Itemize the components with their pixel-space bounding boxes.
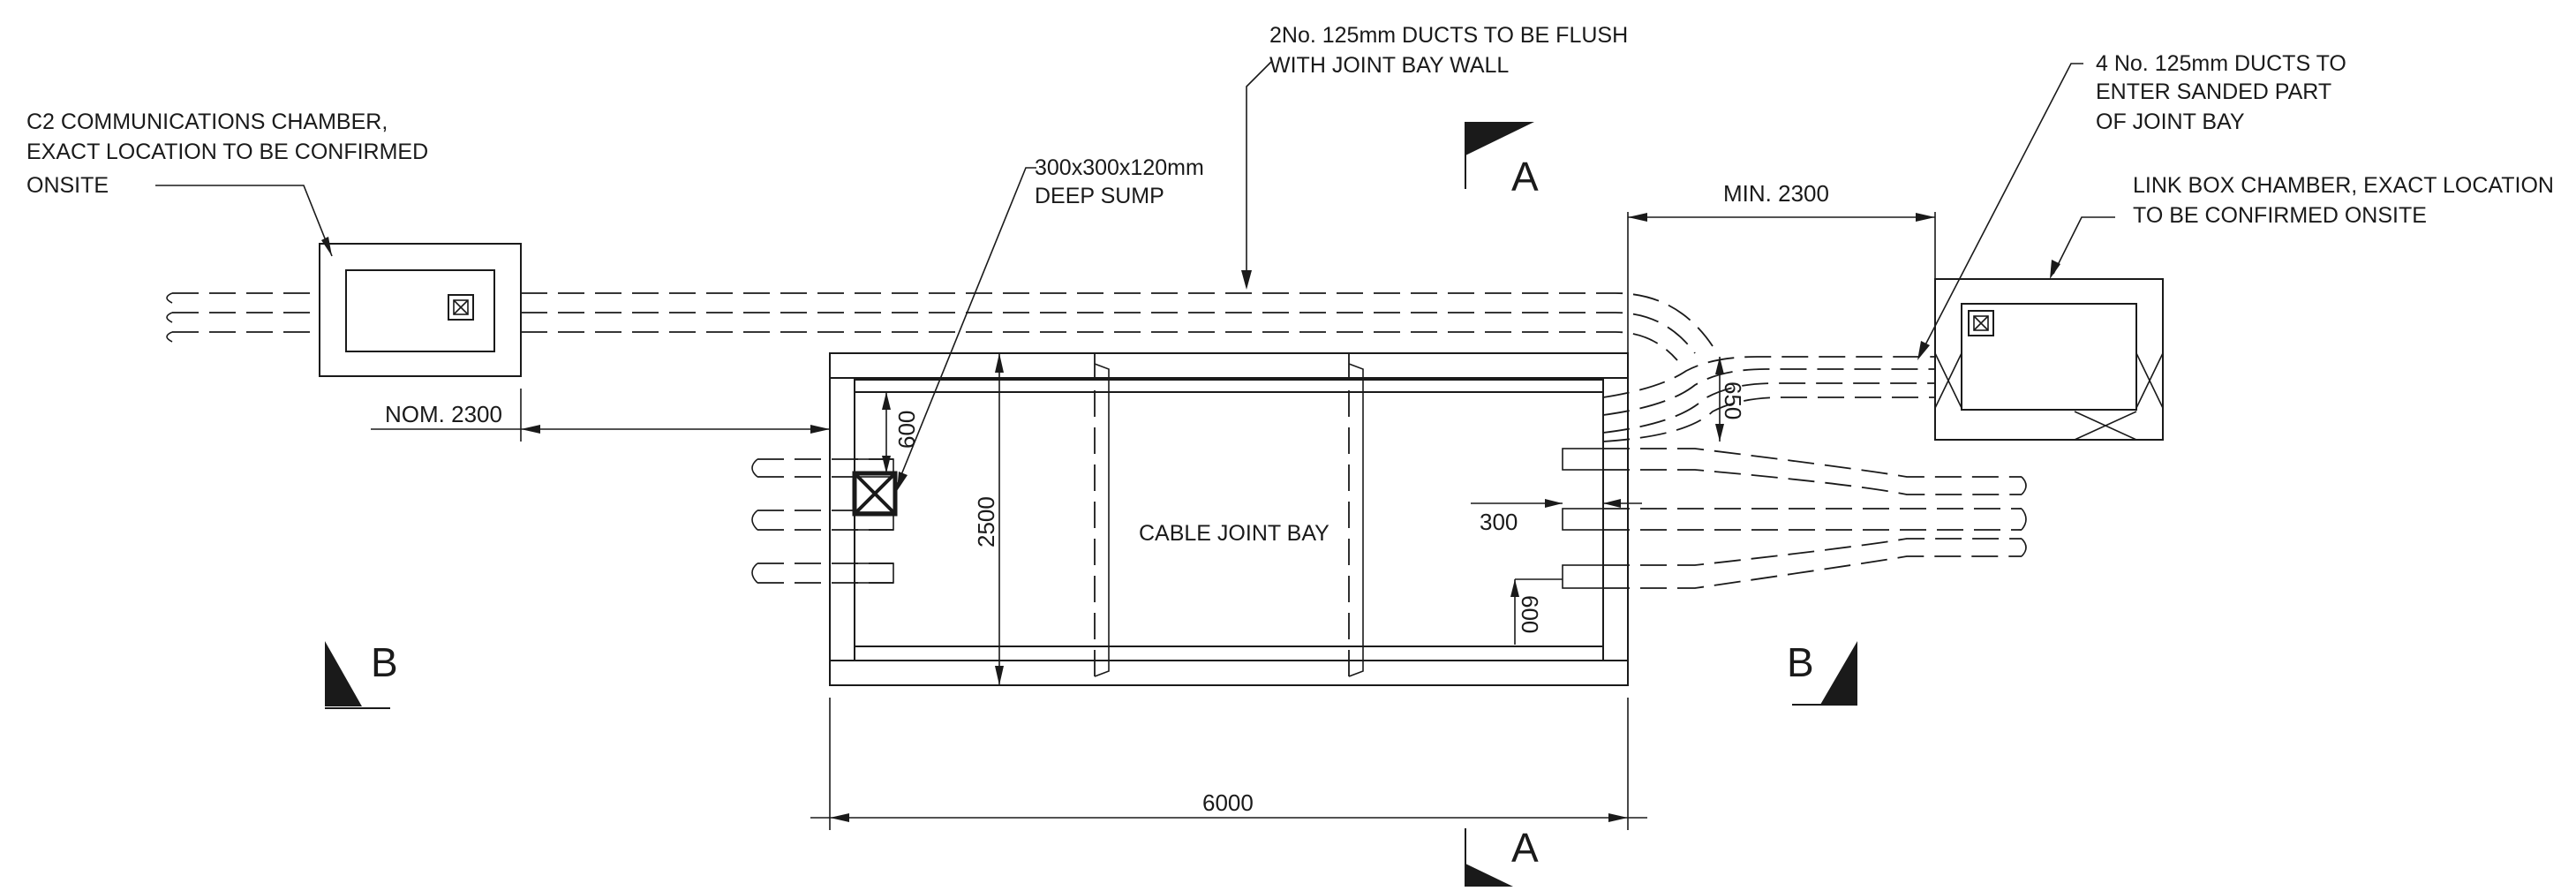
section-a-bottom-label: A [1511,825,1539,871]
sump-note: 300x300x120mm DEEP SUMP [1035,155,1204,208]
section-marker-a-top: A [1465,122,1539,200]
chamber-lid-icon [448,294,474,321]
dimensions: NOM. 2300 MIN. 2300 600 2500 650 300 600 [371,180,1936,830]
section-marker-b-right: B [1787,639,1857,706]
dim-600-right-label: 600 [1517,595,1543,633]
ducts-sanded-line-2: ENTER SANDED PART [2096,79,2331,104]
right-ducts [1562,356,2027,589]
c2-note-line-1: C2 COMMUNICATIONS CHAMBER, [26,109,388,134]
deep-sump-icon [852,471,898,517]
dim-600-top-label: 600 [893,411,920,449]
left-ducts [751,458,894,584]
cable-joint-bay-label: CABLE JOINT BAY [1139,521,1329,546]
ducts-flush-note: 2No. 125mm DUCTS TO BE FLUSH WITH JOINT … [1269,23,1628,78]
min-2300-label: MIN. 2300 [1723,180,1829,207]
section-marker-b-left: B [325,639,398,709]
c2-note-line-2: EXACT LOCATION TO BE CONFIRMED [26,140,428,164]
c2-note-line-3: ONSITE [26,173,109,198]
link-box-line-1: LINK BOX CHAMBER, EXACT LOCATION [2133,173,2554,198]
nom-2300-label: NOM. 2300 [385,401,502,427]
ducts-flush-line-2: WITH JOINT BAY WALL [1269,53,1509,78]
dim-650-label: 650 [1720,381,1746,419]
sump-note-line-1: 300x300x120mm [1035,155,1204,180]
section-b-right-label: B [1787,639,1814,685]
section-a-top-label: A [1511,154,1539,200]
link-box-note: LINK BOX CHAMBER, EXACT LOCATION TO BE C… [2133,173,2554,228]
ducts-flush-line-1: 2No. 125mm DUCTS TO BE FLUSH [1269,23,1628,48]
dim-2500-label: 2500 [973,496,999,547]
sump-note-line-2: DEEP SUMP [1035,184,1164,208]
dim-300-label: 300 [1480,509,1518,535]
ducts-sanded-line-1: 4 No. 125mm DUCTS TO [2096,51,2346,76]
link-box-chamber [1934,278,2164,441]
section-b-left-label: B [371,639,398,685]
link-box-lid-icon [1968,310,1994,336]
link-box-line-2: TO BE CONFIRMED ONSITE [2133,203,2427,228]
ducts-sanded-line-3: OF JOINT BAY [2096,109,2245,134]
dim-6000-label: 6000 [1202,789,1254,816]
comm-ducts [166,292,1714,361]
c2-chamber-note: C2 COMMUNICATIONS CHAMBER, EXACT LOCATIO… [26,109,428,198]
ducts-sanded-note: 4 No. 125mm DUCTS TO ENTER SANDED PART O… [2096,51,2346,134]
c2-chamber [319,243,522,377]
section-marker-a-bottom: A [1465,825,1539,887]
callouts [155,61,2115,491]
